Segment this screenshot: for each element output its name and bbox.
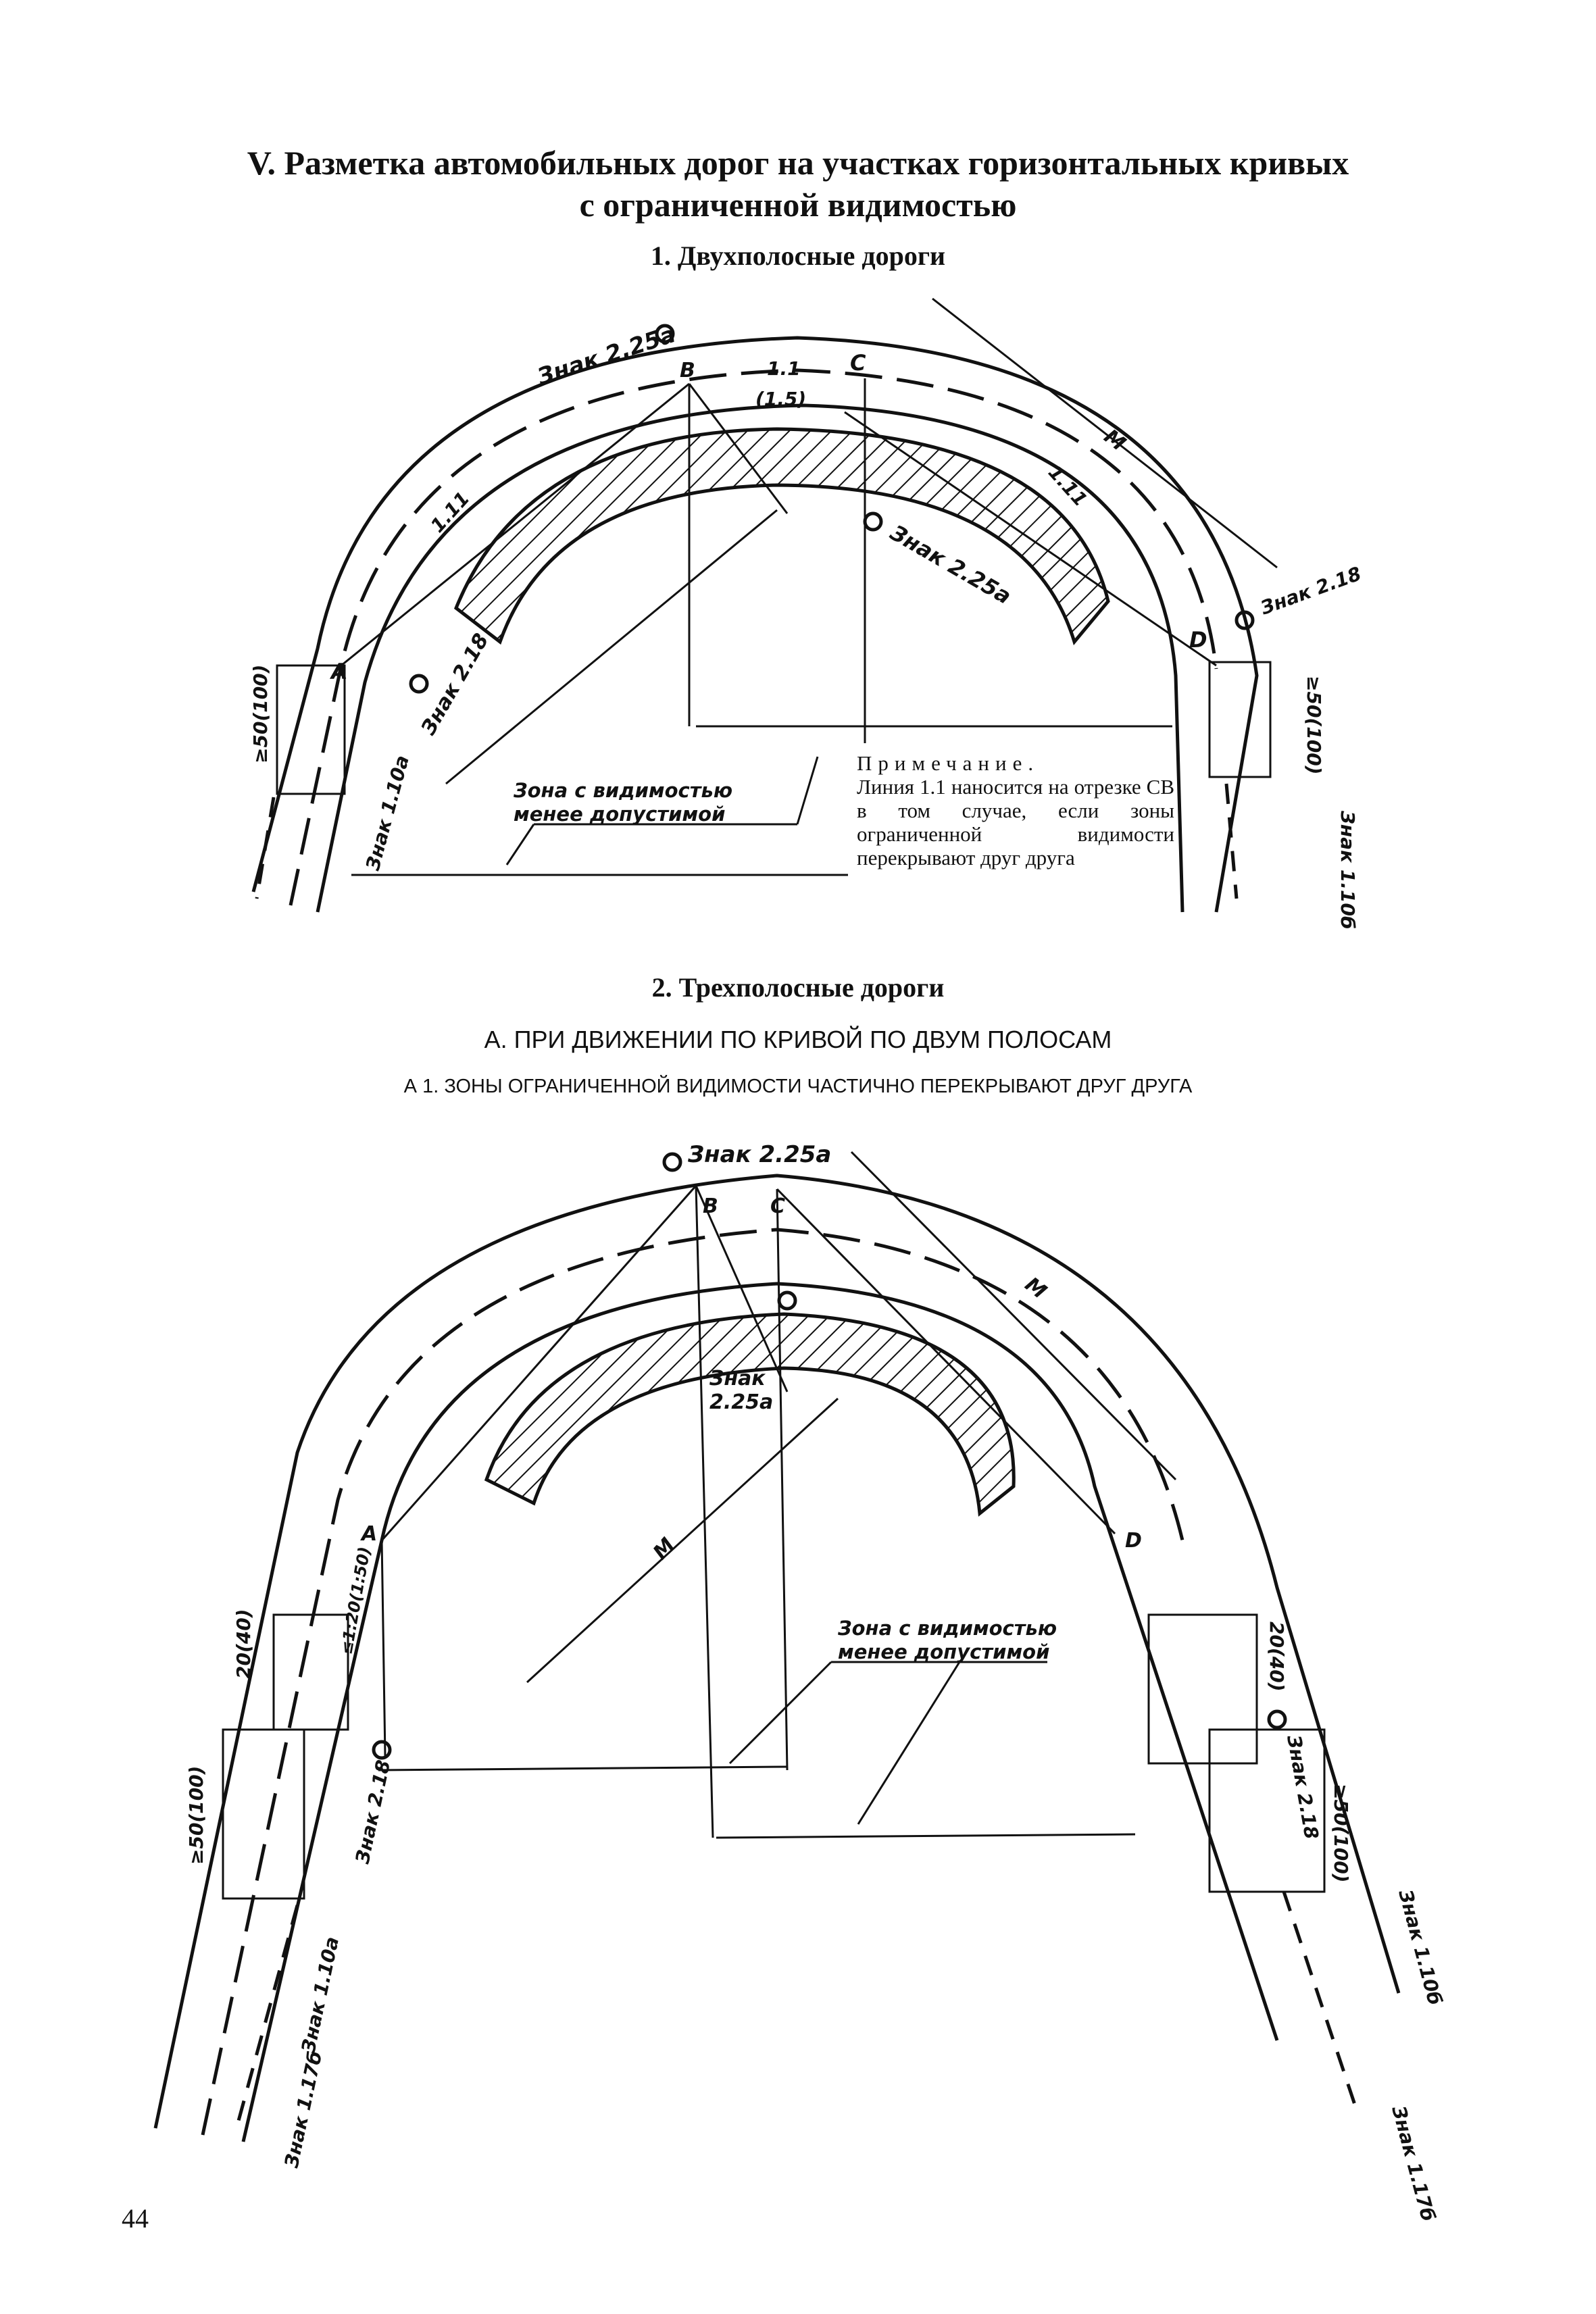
dimension-line: [716, 1833, 1136, 1839]
distance-m-label: M: [1020, 1273, 1051, 1304]
point-a-label: A: [329, 659, 348, 684]
dimension-line: [776, 1188, 789, 1771]
point-b-label: B: [703, 1194, 718, 1218]
dimension-line: [380, 1540, 386, 1757]
road-centerline: [289, 368, 1218, 906]
sign-post-icon: [777, 1290, 797, 1311]
point-c-label: C: [770, 1194, 785, 1218]
distance-50-right-label: ≥50(100): [1303, 676, 1325, 774]
sign-110b-label: Знак 1.10б: [1394, 1886, 1447, 2007]
sight-line: [341, 382, 690, 667]
distance-m-inner-label: M: [649, 1534, 680, 1565]
sight-line: [850, 1151, 1177, 1481]
page-number: 44: [122, 2203, 149, 2234]
point-d-label: D: [1125, 1529, 1142, 1553]
zone-label-line2: менее допустимой: [838, 1640, 1049, 1663]
dimension-line: [526, 1397, 839, 1684]
approach-box: [222, 1728, 305, 1900]
point-b-label: B: [680, 359, 695, 382]
sight-line: [844, 411, 1217, 667]
zone-label-line1: Зона с видимостью: [837, 1617, 1057, 1640]
road-inner-edge: [316, 403, 1184, 913]
subsection-a1-heading: А 1. ЗОНЫ ОГРАНИЧЕННОЙ ВИДИМОСТИ ЧАСТИЧН…: [403, 1076, 1193, 1097]
page-title-line1: V. Разметка автомобильных дорог на участ…: [247, 144, 1349, 182]
sight-line: [688, 383, 789, 514]
sign-225a-label: Знак 2.25а: [687, 1141, 831, 1168]
sign-post-icon: [655, 324, 675, 344]
section2-heading: 2. Трехполосные дороги: [651, 972, 945, 1003]
zone-label-line2: менее допустимой: [514, 803, 725, 826]
approach-box: [1208, 661, 1272, 778]
sign-post-icon: [863, 511, 883, 532]
sight-line: [695, 1185, 789, 1392]
sign-218-label: Знак 2.18: [351, 1758, 395, 1866]
note: Примечание. Линия 1.1 наносится на отрез…: [857, 751, 1174, 870]
zone-leader: [857, 1661, 961, 1825]
section1-heading: 1. Двухполосные дороги: [650, 241, 946, 271]
sign-117b-label: Знак 1.17б: [1387, 2103, 1440, 2223]
distance-50-label: ≥50(100): [249, 665, 272, 763]
approach-box: [272, 1613, 349, 1731]
sign-117b-left-label: Знак 1.17б: [280, 2049, 326, 2171]
sign-post-icon: [409, 674, 429, 694]
sight-line: [776, 1188, 1116, 1535]
subsection-a-heading: А. ПРИ ДВИЖЕНИИ ПО КРИВОЙ ПО ДВУМ ПОЛОСА…: [484, 1026, 1112, 1053]
dimension-line: [445, 509, 778, 785]
sign-225a-inner-label2: 2.25а: [709, 1390, 773, 1414]
note-title: Примечание.: [857, 751, 1040, 775]
zone-leader: [728, 1661, 832, 1765]
sign-110a-label: Знак 1.10а: [297, 1935, 343, 2056]
obstacle-zone: [484, 1312, 1016, 1517]
distance-50-label: ≥50(100): [185, 1766, 207, 1865]
note-text: Линия 1.1 наносится на отрезке СВ в том …: [857, 775, 1174, 870]
zone-leader: [796, 756, 819, 825]
sign-post-icon: [662, 1152, 682, 1172]
sign-post-icon: [372, 1740, 392, 1760]
obstacle-zone: [453, 427, 1110, 646]
road-inner-edge: [241, 1282, 1279, 2142]
distance-20-right-label: 20(40): [1266, 1621, 1288, 1692]
zone-leader: [505, 824, 535, 865]
sign-218-right-label: Знак 2.18: [1282, 1733, 1323, 1841]
sign-225a-inner-label1: Знак: [709, 1367, 766, 1390]
marking-15-label: (1.5): [755, 388, 806, 410]
approach-box: [1208, 1728, 1326, 1893]
distance-50-right-label: ≥50(100): [1330, 1784, 1352, 1882]
approach-box: [276, 664, 346, 795]
sight-line: [932, 297, 1278, 569]
distance-20-label: 20(40): [232, 1609, 255, 1679]
road-outer-edge: [153, 1174, 1401, 2129]
point-c-label: C: [850, 350, 866, 376]
point-a-label: A: [360, 1522, 377, 1546]
road-centerline: [201, 1228, 1184, 2136]
approach-box: [1147, 1613, 1258, 1765]
dimension-line: [695, 1185, 714, 1838]
road-outer-edge: [251, 336, 1259, 913]
page-title-line2: с ограниченной видимостью: [579, 186, 1017, 224]
sign-110b-label: Знак 1.10б: [1337, 810, 1359, 930]
page-title: V. Разметка автомобильных дорог на участ…: [0, 142, 1596, 226]
dimension-line: [378, 1765, 788, 1771]
zone-label-line1: Зона с видимостью: [513, 779, 732, 802]
sign-post-icon: [1235, 610, 1255, 630]
sight-line: [380, 1185, 697, 1541]
marking-11-label: 1.1: [767, 357, 801, 380]
sign-post-icon: [1267, 1709, 1287, 1730]
point-d-label: D: [1189, 627, 1207, 653]
